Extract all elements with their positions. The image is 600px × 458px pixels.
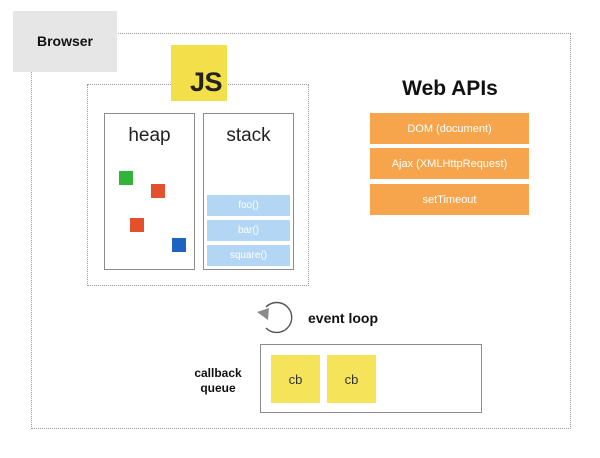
heap-object — [172, 238, 186, 252]
callback-item: cb — [271, 355, 320, 403]
callback-queue-label-line1: callback — [194, 366, 242, 380]
web-api-settimeout: setTimeout — [370, 184, 529, 215]
stack-frame: foo() — [207, 195, 290, 216]
heap-title: heap — [128, 125, 171, 146]
heap-object — [151, 184, 165, 198]
web-api-ajax: Ajax (XMLHttpRequest) — [370, 148, 529, 179]
stack-frame: square() — [207, 245, 290, 266]
event-loop-icon — [257, 301, 293, 334]
callback-queue-box — [260, 344, 482, 413]
heap-object — [119, 171, 133, 185]
stack-frame: bar() — [207, 220, 290, 241]
browser-label: Browser — [13, 11, 117, 72]
event-loop-label: event loop — [308, 310, 379, 326]
stack-panel: stack — [203, 113, 294, 270]
browser-container — [31, 33, 571, 429]
heap-object — [130, 218, 144, 232]
callback-queue-label-line2: queue — [200, 381, 236, 395]
web-api-dom: DOM (document) — [370, 113, 529, 144]
callback-item: cb — [327, 355, 376, 403]
js-logo: JS — [171, 45, 227, 101]
callback-queue-label: callback queue — [183, 366, 253, 396]
stack-title: stack — [226, 125, 271, 146]
web-apis-title: Web APIs — [402, 77, 498, 100]
